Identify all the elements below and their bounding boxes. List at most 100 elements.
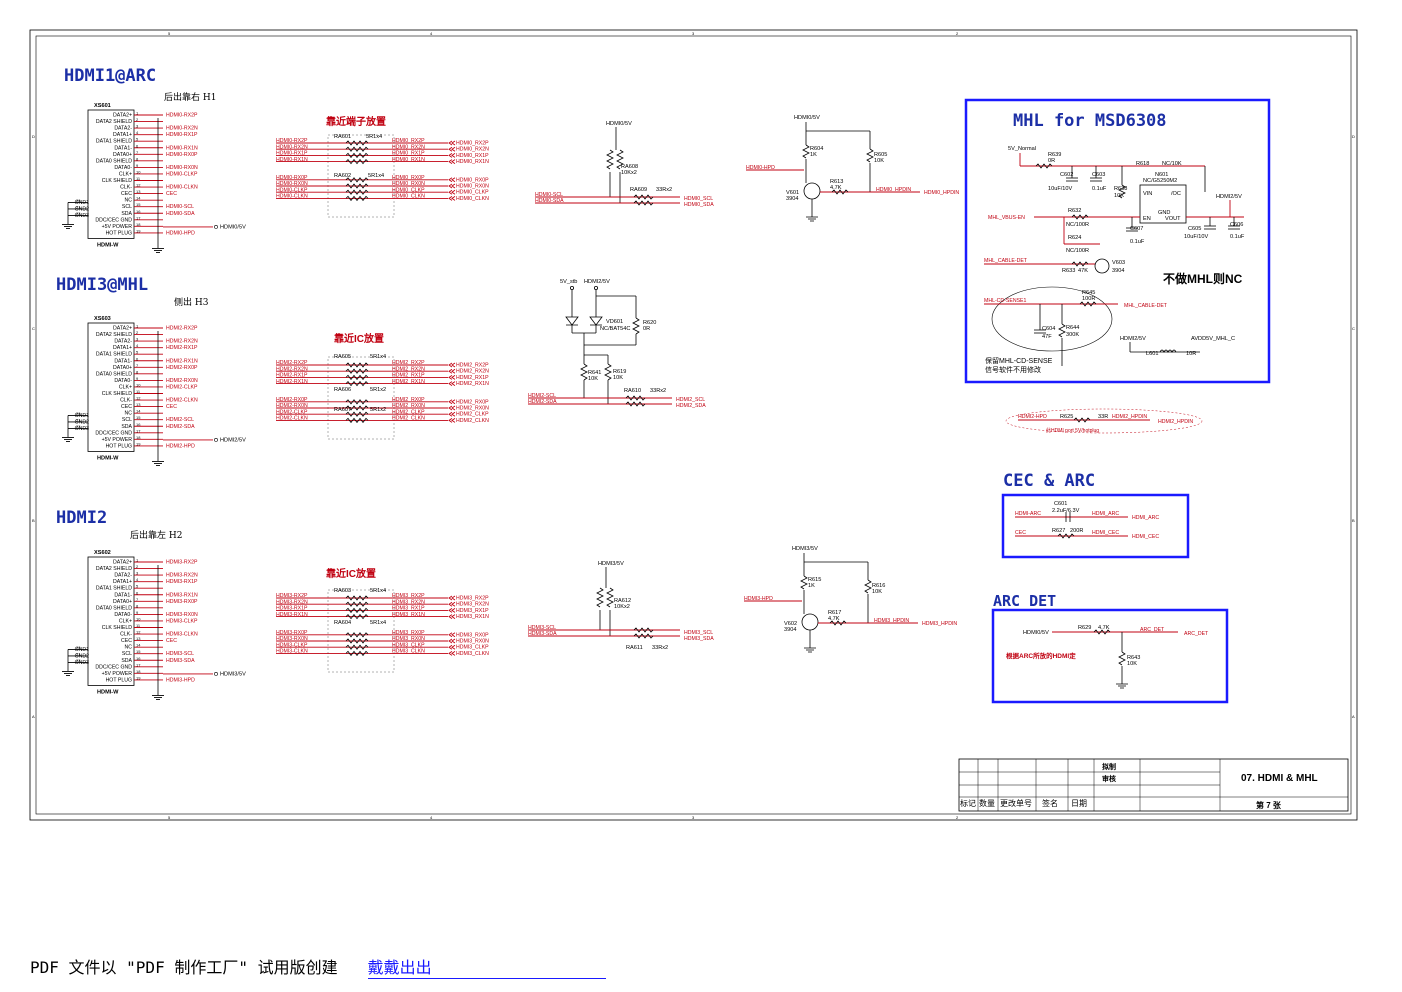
- ra-ref: 5R1x2: [370, 387, 386, 393]
- hpd-r2v: 10K: [872, 589, 882, 595]
- cec-title: CEC & ARC: [1003, 471, 1095, 491]
- resistor-icon: [802, 144, 810, 159]
- frame-letter-left: A: [32, 714, 35, 719]
- ra-net-out: HDMI0_RX0N: [456, 184, 489, 190]
- connector-power-net: HDMI0/5V: [220, 224, 246, 230]
- connector-pin-label: DATA0-: [114, 378, 132, 384]
- connector-pin-num: 16: [136, 422, 141, 427]
- mhl-r645v: 100R: [1082, 296, 1095, 302]
- ra-resistor-icon: [345, 368, 369, 374]
- ra-resistor-icon: [345, 183, 369, 189]
- connector-gnd-num: 21: [76, 651, 81, 656]
- ra-ref: 5R1x4: [366, 134, 382, 140]
- ra-net-out: HDMI2_RX1P: [456, 375, 489, 381]
- frame-num-bottom: 4: [430, 815, 433, 820]
- ra-resistor-icon: [345, 177, 369, 183]
- hdmi2-ddc-in-sda: HDMI3-SDA: [528, 631, 557, 637]
- mhl-vout-net: HDMI2/5V: [1216, 194, 1242, 200]
- hdmi2-ddc-out-scl: HDMI3_SCL: [684, 630, 713, 636]
- ra-port-icon: [448, 140, 456, 146]
- arcdet-r643: R643: [1127, 655, 1140, 661]
- frame-letter-left: C: [32, 326, 35, 331]
- connector-net-label: HDMI3-RX1P: [166, 579, 198, 585]
- hpd-extra: HDMI2-HPD R625 33R HDMI2_HPDIN HDMI2_HPD…: [1005, 408, 1203, 434]
- mhl-r632v: NC/100R: [1066, 222, 1089, 228]
- hpd-in-net: HDMI3-HPD: [744, 596, 773, 602]
- ra-port-icon: [448, 177, 456, 183]
- connector-pin-label: DATA0 SHIELD: [96, 605, 132, 611]
- hdmi1-res-note: 靠近端子放置: [326, 115, 386, 128]
- connector-net-label: HDMI3-CLKP: [166, 618, 198, 624]
- frame-num-top: 3: [692, 31, 695, 36]
- arcdet-port: ARC_DET: [1184, 631, 1209, 637]
- ra-ref: RA601: [334, 134, 351, 140]
- ra-net-in: HDMI0-RX2N: [276, 144, 308, 150]
- connector-pin-num: 3: [136, 571, 139, 576]
- ra-net-in: HDMI0-RX1N: [276, 157, 308, 163]
- ra-net-out: HDMI2_RX2P: [456, 363, 489, 369]
- frame-letter-right: D: [1352, 134, 1355, 139]
- connector-pin-label: CLK SHIELD: [102, 391, 133, 397]
- mhl-box: [964, 98, 1271, 384]
- ground-icon: [62, 224, 74, 229]
- hdmi1-title: HDMI1@ARC: [64, 66, 156, 86]
- connector-pin-label: SCL: [122, 204, 132, 210]
- connector-pin-label: DATA1+: [113, 345, 132, 351]
- hpd-r1v: 1K: [810, 152, 817, 158]
- connector-net-label: HDMI0-RX1N: [166, 145, 198, 151]
- ra-resistor-icon: [345, 613, 369, 620]
- cec-box: [1001, 493, 1190, 559]
- hpd-extra-net-in: HDMI2-HPD: [1018, 414, 1047, 420]
- mhl-ic-ref: N601: [1155, 172, 1168, 178]
- hpd-extra-note: 此HDMI port 5V/hotplug: [1046, 427, 1099, 434]
- ra-resistor-icon: [345, 195, 369, 202]
- ra-resistor-icon: [345, 638, 369, 644]
- connector-foot: HDMI-W: [97, 242, 119, 248]
- ra-port-icon: [448, 183, 456, 189]
- connector-pin-label: DATA2-: [114, 339, 132, 345]
- connector-pin-label: +5V POWER: [102, 224, 133, 230]
- connector-pin-num: 9: [136, 376, 139, 381]
- ra-net-mid: HDMI0_RX0P: [392, 175, 425, 181]
- ground-icon: [62, 671, 74, 676]
- ra-net-mid: HDMI3_RX1N: [392, 612, 425, 618]
- ra-net-mid: HDMI2_RX2P: [392, 360, 425, 366]
- connector-net-label: HDMI3-RX1N: [166, 592, 198, 598]
- connector-pin-label: DATA1-: [114, 145, 132, 151]
- connector-pin-label: CLK+: [119, 618, 132, 624]
- ground-icon: [62, 437, 74, 442]
- hpd-r2: R616: [872, 583, 885, 589]
- connector-net-label: HDMI3-RX2N: [166, 573, 198, 579]
- connector-pin-label: CLK SHIELD: [102, 178, 133, 184]
- connector-gnd-num: 21: [76, 417, 81, 422]
- hdmi3-ser-val: 33Rx2: [650, 388, 666, 394]
- connector-net-label: HDMI3-RX0P: [166, 599, 198, 605]
- ra-port-icon: [448, 146, 456, 152]
- connector-pin-label: DATA0-: [114, 612, 132, 618]
- cec-r627v: 200R: [1070, 528, 1083, 534]
- frame-num-bottom: 5: [168, 815, 171, 820]
- connector-net-label: HDMI2-CLKP: [166, 384, 198, 390]
- ra-resistor-icon: [345, 632, 369, 638]
- hdmi2-ddc-out-sda: HDMI3_SDA: [684, 636, 714, 642]
- connector-pin-num: 17: [136, 428, 141, 433]
- connector-pin-label: DATA2-: [114, 573, 132, 579]
- connector-net-label: HDMI0-RX1P: [166, 132, 198, 138]
- connector-gnd-label: GND1: [75, 200, 90, 206]
- ra-port-icon: [448, 632, 456, 638]
- cec-arc-out: HDMI_ARC: [1092, 511, 1119, 517]
- connector-pin-num: 2: [136, 117, 139, 122]
- connector-foot: HDMI-W: [97, 689, 119, 695]
- ra-net-mid: HDMI0_CLKN: [392, 194, 425, 200]
- connector-pin-num: 15: [136, 415, 141, 420]
- ra-resistor-icon: [345, 158, 369, 165]
- cec-arc-section: CEC & ARC C601 2.2uF/6.3V HDMI-ARC HDMI_…: [1001, 471, 1190, 559]
- connector-pin-label: DATA1 SHIELD: [96, 352, 132, 358]
- pdf-footer-link[interactable]: 戴戴出出: [367, 954, 606, 979]
- hdmi3-subtitle: 侧出 H3: [174, 296, 209, 308]
- ground-icon: [806, 216, 818, 222]
- power-pin-icon: [214, 224, 218, 229]
- ra-net-in: HDMI0-CLKN: [276, 194, 308, 200]
